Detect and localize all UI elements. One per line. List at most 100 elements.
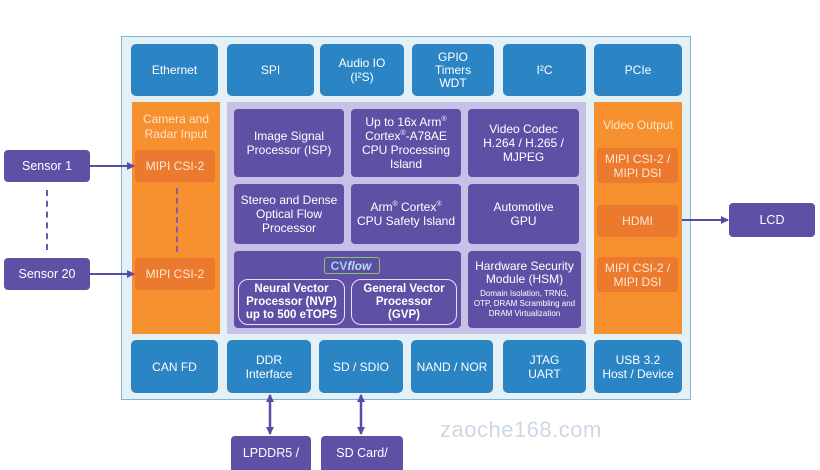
hsm-block: Hardware Security Module (HSM) Domain Is… [468, 251, 581, 328]
sensor-ellipsis-line [46, 190, 48, 250]
cpu-line1: Up to 16x Arm [365, 115, 442, 129]
wdt-label: WDT [439, 75, 467, 90]
nand-nor-label: NAND / NOR [416, 359, 488, 374]
stereo-optical-flow-block: Stereo and Dense Optical Flow Processor [234, 184, 344, 244]
can-fd-label: CAN FD [152, 359, 197, 374]
video-port3-line1: MIPI CSI-2 / [604, 260, 671, 275]
isp-line1: Image Signal [253, 129, 325, 143]
usb-line1: USB 3.2 [615, 352, 661, 367]
isp-line2: Processor (ISP) [246, 143, 332, 157]
spi-label: SPI [260, 63, 281, 77]
safety-line1b: Cortex [397, 200, 437, 214]
camera-radar-title-line1: Camera and [142, 112, 210, 126]
cpu-processing-island-block: Up to 16x Arm® Cortex®-A78AE CPU Process… [351, 109, 461, 177]
cpu-line2b: -A78AE [405, 129, 447, 143]
mipi-csi2-port-top: MIPI CSI-2 [135, 150, 215, 182]
hdmi-label: HDMI [622, 214, 653, 228]
codec-line3: MJPEG [502, 150, 545, 164]
audio-io-label: Audio IO [338, 56, 386, 70]
mipi-csi2-bottom-label: MIPI CSI-2 [145, 267, 205, 281]
i2c-label: I²C [536, 63, 553, 77]
gvp-line2: Processor [375, 295, 433, 308]
audio-io-block: Audio IO (I²S) [320, 44, 404, 96]
cpu-line2a: Cortex [365, 129, 401, 143]
nvp-block: Neural Vector Processor (NVP) up to 500 … [238, 279, 345, 325]
cpu-line3: CPU Processing [361, 143, 451, 157]
gvp-line1: General Vector [363, 282, 445, 295]
automotive-gpu-block: Automotive GPU [468, 184, 579, 244]
lcd-block: LCD [729, 203, 815, 237]
usb-block: USB 3.2 Host / Device [594, 340, 682, 393]
sd-card-label: SD Card/ [336, 446, 388, 460]
camera-radar-input-title: Camera and Radar Input [132, 112, 220, 142]
mipi-csi2-top-label: MIPI CSI-2 [145, 159, 205, 173]
cvflow-logo-cv: CV [330, 258, 348, 273]
registered-mark: ® [436, 201, 442, 208]
hsm-sub3: DRAM Virtualization [488, 309, 561, 318]
cvflow-logo-flow: flow [347, 258, 372, 273]
video-port-mipi-1: MIPI CSI-2 / MIPI DSI [597, 148, 678, 183]
cpu-line4: Island [389, 157, 423, 171]
codec-line2: H.264 / H.265 / [483, 136, 564, 150]
video-output-title-text: Video Output [603, 118, 673, 132]
registered-mark: ® [392, 201, 398, 208]
lpddr5-label: LPDDR5 / [242, 446, 300, 460]
gpu-line2: GPU [510, 214, 537, 228]
video-port3-line2: MIPI DSI [613, 274, 662, 289]
watermark-label: zaoche168.com [440, 417, 602, 442]
timers-label: Timers [434, 62, 472, 77]
mipi-csi2-port-bottom: MIPI CSI-2 [135, 258, 215, 290]
nvp-line1: Neural Vector [254, 282, 329, 295]
hsm-line2: Module (HSM) [485, 272, 564, 286]
video-output-title: Video Output [594, 118, 682, 133]
gvp-line3: (GVP) [388, 308, 420, 321]
camera-radar-title-line2: Radar Input [144, 127, 208, 141]
jtag-line1: JTAG [529, 352, 560, 367]
sd-sdio-label: SD / SDIO [332, 359, 389, 374]
pcie-block: PCIe [594, 44, 682, 96]
nand-nor-block: NAND / NOR [411, 340, 493, 393]
sensor-20-block: Sensor 20 [4, 258, 90, 290]
cpu-safety-island-block: Arm® Cortex® CPU Safety Island [351, 184, 461, 244]
video-port-hdmi: HDMI [597, 205, 678, 237]
ethernet-block: Ethernet [131, 44, 218, 96]
sensor-20-label: Sensor 20 [18, 267, 76, 281]
hsm-sub1: Domain Isolation, TRNG, [480, 289, 569, 298]
sd-sdio-block: SD / SDIO [319, 340, 403, 393]
hsm-line1: Hardware Security [475, 259, 574, 273]
i2s-label: (I²S) [350, 70, 374, 84]
gpio-label: GPIO [437, 49, 468, 64]
jtag-uart-block: JTAG UART [503, 340, 586, 393]
safety-line2: CPU Safety Island [356, 214, 456, 228]
can-fd-block: CAN FD [131, 340, 218, 393]
nvp-line3: up to 500 eTOPS [245, 308, 338, 321]
nvp-line2: Processor (NVP) [246, 295, 337, 308]
gpu-line1: Automotive [493, 200, 554, 214]
ddr-interface-block: DDR Interface [227, 340, 311, 393]
codec-line1: Video Codec [489, 122, 558, 136]
isp-block: Image Signal Processor (ISP) [234, 109, 344, 177]
video-codec-block: Video Codec H.264 / H.265 / MJPEG [468, 109, 579, 177]
watermark-text: zaoche168.com [440, 418, 602, 442]
video-port-mipi-2: MIPI CSI-2 / MIPI DSI [597, 257, 678, 292]
gpio-timers-wdt-block: GPIO Timers WDT [412, 44, 494, 96]
jtag-line2: UART [528, 366, 561, 381]
ddr-line1: DDR [256, 352, 282, 367]
csi-port-ellipsis-line [176, 188, 178, 252]
registered-mark: ® [400, 130, 406, 137]
stereo-line2: Optical Flow [255, 207, 323, 221]
video-port1-line2: MIPI DSI [613, 165, 662, 180]
safety-line1a: Arm [370, 200, 393, 214]
usb-line2: Host / Device [602, 366, 674, 381]
spi-block: SPI [227, 44, 314, 96]
i2c-block: I²C [503, 44, 586, 96]
pcie-label: PCIe [624, 63, 652, 77]
gvp-block: General Vector Processor (GVP) [351, 279, 457, 325]
video-port1-line1: MIPI CSI-2 / [604, 151, 671, 166]
sensor-1-block: Sensor 1 [4, 150, 90, 182]
registered-mark: ® [441, 116, 447, 123]
stereo-line3: Processor [261, 221, 317, 235]
sensor-1-label: Sensor 1 [21, 159, 73, 173]
